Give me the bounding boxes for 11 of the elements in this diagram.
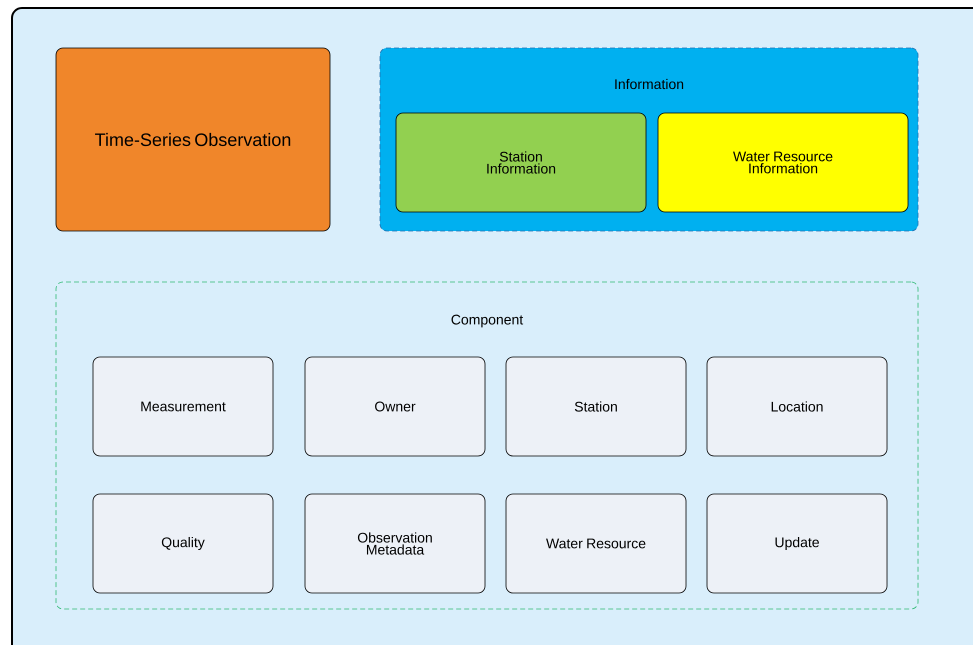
process-box: Station Information (396, 112, 646, 212)
component-box: Update (706, 494, 888, 594)
process-box: Water Resource Information (658, 112, 908, 212)
component-box: Quality (92, 494, 274, 594)
component-box: Owner (304, 356, 486, 456)
process-box: Time-Series Observation (56, 48, 330, 232)
component-box: Location (706, 356, 888, 456)
component-box: Measurement (92, 356, 274, 456)
component-box: Observation Metadata (304, 494, 486, 594)
component-box: Water Resource (506, 494, 686, 594)
component-box: Station (506, 356, 686, 456)
